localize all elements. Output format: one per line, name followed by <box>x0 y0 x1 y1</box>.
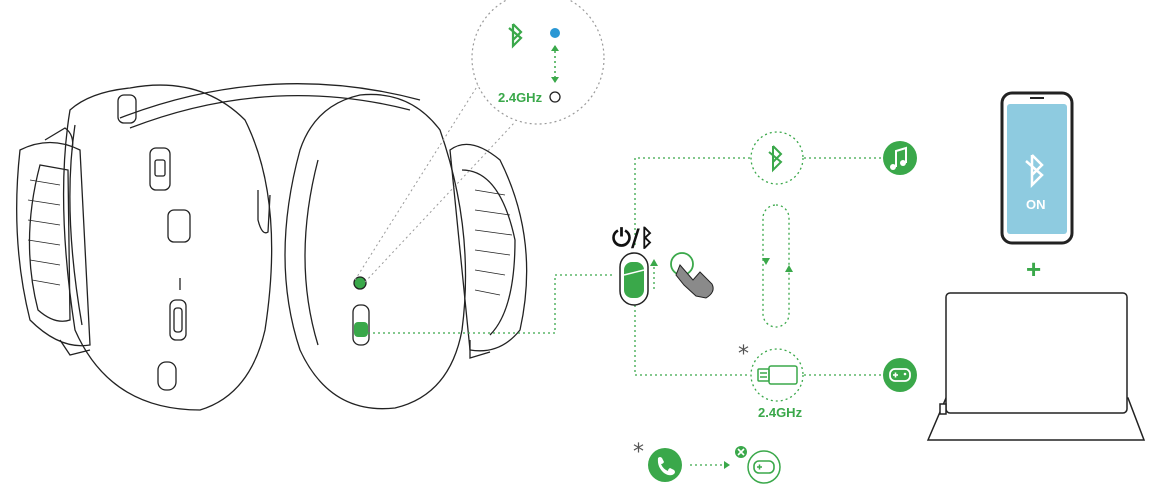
gamepad-icon <box>883 358 917 392</box>
zoom-callout <box>354 0 605 283</box>
asterisk-call: * <box>633 440 644 465</box>
plus-sign: + <box>1026 254 1042 284</box>
asterisk-dongle: * <box>738 342 749 367</box>
headphones-illustration <box>16 83 528 411</box>
freq-label-callout: 2.4GHz <box>498 90 543 105</box>
laptop-illustration <box>926 292 1146 441</box>
bluetooth-icon <box>1025 154 1044 189</box>
right-speaker-grille <box>474 189 513 296</box>
usb-dongle-icon <box>757 365 798 385</box>
music-note-icon <box>883 141 917 175</box>
left-speaker-grille <box>27 179 61 286</box>
power-bluetooth-label: ⏻/ᛒ <box>612 224 655 252</box>
freq-label-dongle: 2.4GHz <box>758 405 803 420</box>
smartphone-illustration <box>1000 91 1074 245</box>
led-indicator-blue <box>550 28 560 38</box>
led-indicator-off <box>549 91 561 103</box>
phone-call-icon <box>648 448 682 482</box>
power-switch-detail <box>619 252 658 306</box>
hand-pointer-icon <box>670 252 714 299</box>
bluetooth-icon <box>508 23 523 49</box>
connection-lines <box>368 157 882 469</box>
phone-status-label: ON <box>1026 197 1046 212</box>
dongle-mode-circle <box>750 348 804 402</box>
gamepad-disconnected-icon <box>747 450 781 484</box>
bluetooth-icon <box>768 145 783 173</box>
